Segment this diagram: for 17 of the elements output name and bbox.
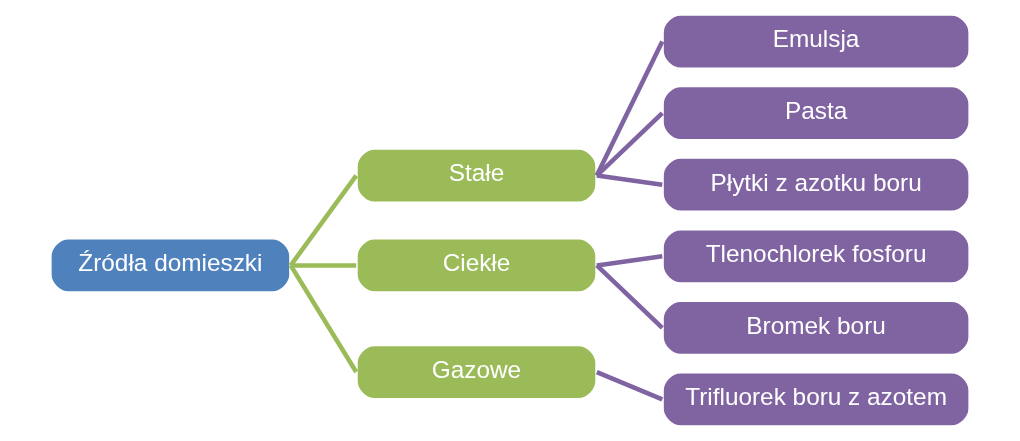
connector (596, 173, 663, 187)
node-box: Stałe (354, 146, 599, 205)
connector (288, 264, 359, 374)
node-box: Ciekłe (354, 236, 599, 295)
node-box: Gazowe (354, 343, 599, 401)
node-box: Tlenochlorek fosforu (660, 227, 972, 286)
connector (596, 254, 663, 268)
node-box: Źródła domieszki (48, 236, 293, 295)
node-box: Trifluorek boru z azotem (660, 370, 972, 429)
connector (290, 263, 357, 268)
connector (595, 369, 664, 402)
node-box: Emulsja (660, 12, 972, 71)
connector (288, 174, 359, 267)
node-box: Płytki z azotku boru (660, 155, 972, 214)
connector (595, 111, 664, 178)
connector (594, 40, 665, 177)
connector (595, 263, 664, 330)
